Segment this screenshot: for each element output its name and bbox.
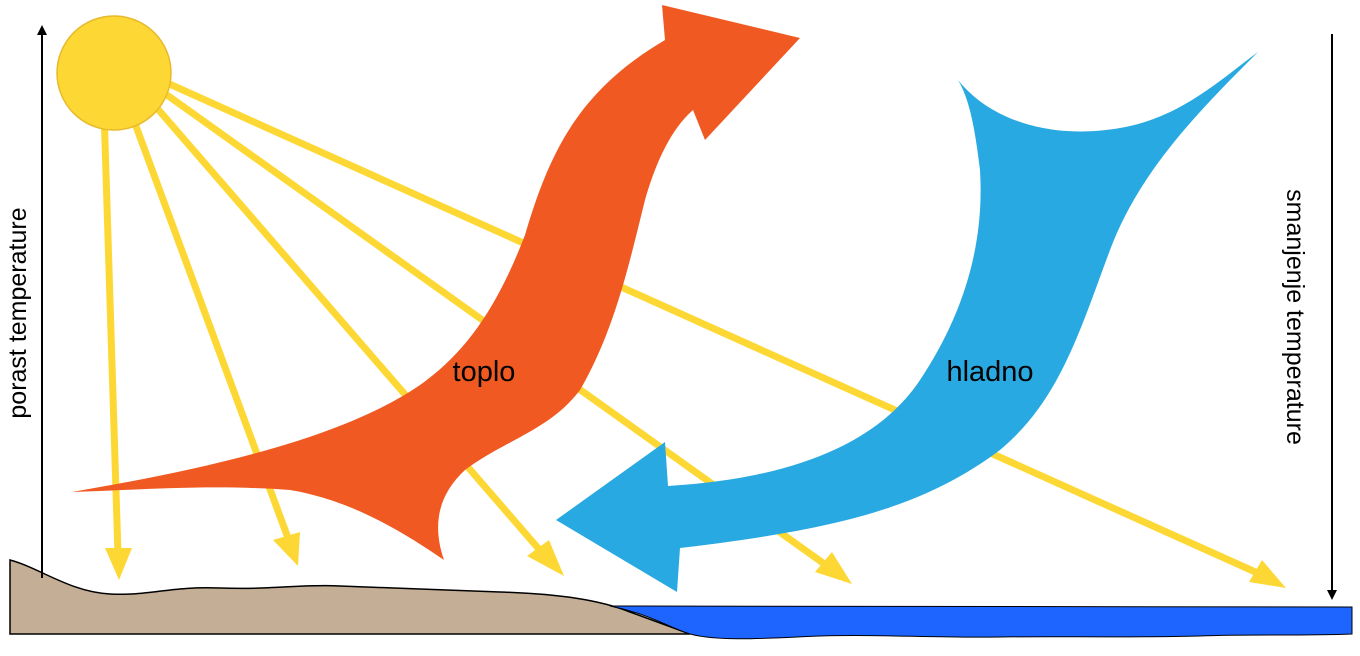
left-axis-label: porast temperature [4, 207, 32, 418]
cold-air-arrow [556, 52, 1258, 592]
land-ground [9, 559, 691, 635]
sun-ray-1-head [105, 548, 132, 580]
sun-ray-5 [161, 78, 1266, 579]
warm-flow-label: toplo [453, 356, 516, 388]
sun-ray-3-head [527, 540, 564, 576]
water-body [609, 605, 1353, 640]
sun-ray-5-head [1249, 560, 1286, 588]
right-axis-label: smanjenje temperature [1281, 189, 1309, 445]
sun-ray-3 [146, 96, 548, 559]
sun-icon [56, 15, 172, 131]
sun-ray-1 [100, 106, 122, 559]
sun-ray-4-head [815, 552, 852, 584]
sun-ray-2-head [273, 532, 300, 566]
warm-air-arrow [72, 5, 800, 560]
cold-flow-label: hladno [946, 356, 1033, 388]
